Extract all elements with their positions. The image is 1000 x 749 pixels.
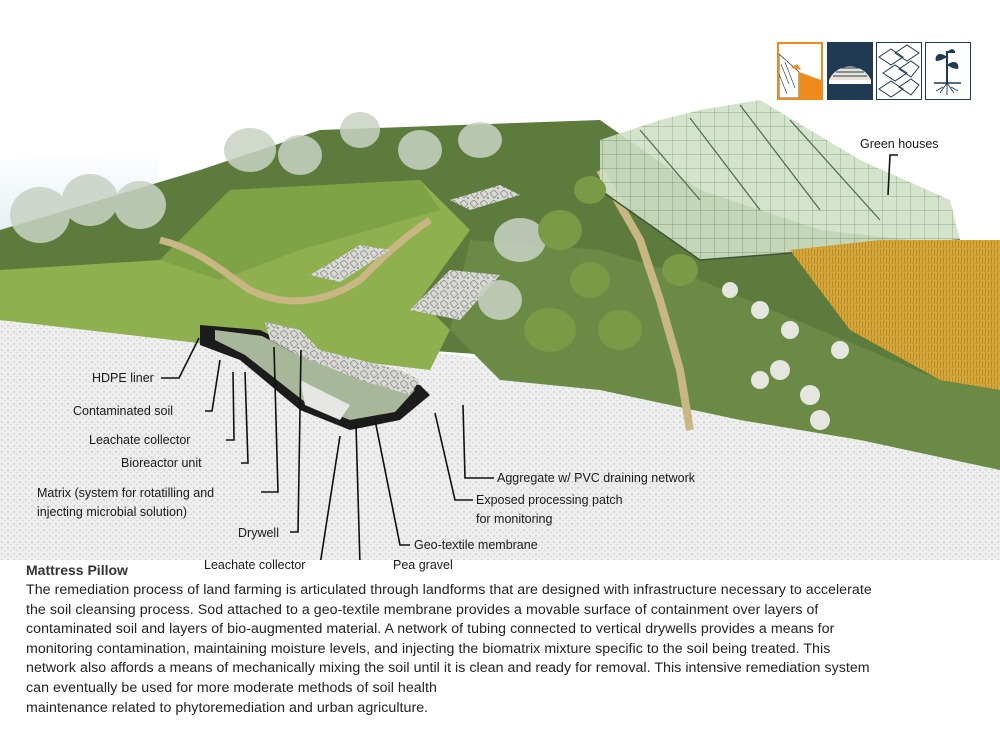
- plant-roots-icon: [925, 42, 971, 100]
- caption-line: The remediation process of land farming …: [26, 582, 872, 598]
- caption-line: network also affords a means of mechanic…: [26, 660, 870, 677]
- mound-icon: [827, 42, 873, 100]
- caption-line: maintenance related to phytoremediation …: [26, 699, 429, 716]
- label-geo-textile-membrane: Geo-textile membrane: [414, 538, 538, 552]
- label-matrix-line1: Matrix (system for rotatilling and: [37, 486, 215, 500]
- caption-title: Mattress Pillow: [26, 562, 128, 578]
- label-aggregate: Aggregate w/ PVC draining network: [497, 471, 696, 485]
- landform-slope-icon: [777, 42, 823, 100]
- label-leachate-collector-upper: Leachate collector: [89, 433, 191, 447]
- tiles-icon: [876, 42, 922, 100]
- label-pea-gravel: Pea gravel: [393, 558, 453, 572]
- label-drywell: Drywell: [238, 526, 279, 540]
- caption-line: the soil cleansing process. Sod attached…: [26, 601, 819, 618]
- site-section-illustration: [0, 100, 1000, 560]
- caption-block: Mattress Pillow The remediation process …: [26, 562, 976, 718]
- label-leachate-collector-lower: Leachate collector: [204, 558, 306, 572]
- label-matrix: Matrix (system for rotatilling and injec…: [37, 486, 214, 520]
- caption-line: can eventually be used for more moderate…: [26, 679, 437, 696]
- label-matrix-line2: injecting microbial solution): [37, 505, 188, 519]
- caption-line: contaminated soil and layers of bio-augm…: [26, 621, 835, 638]
- label-hdpe-liner: HDPE liner: [92, 371, 154, 385]
- label-exposed-processing-patch: Exposed processing patch for monitoring: [476, 493, 623, 527]
- trees: [10, 112, 546, 320]
- label-green-houses: Green houses: [860, 137, 939, 151]
- caption-body: The remediation process of land farming …: [26, 581, 976, 718]
- label-contaminated-soil: Contaminated soil: [73, 404, 174, 418]
- label-exposed-line1: Exposed processing patch: [476, 493, 623, 507]
- label-exposed-line2: for monitoring: [476, 512, 553, 526]
- label-bioreactor-unit: Bioreactor unit: [121, 456, 202, 470]
- caption-line: monitoring contamination, maintaining mo…: [26, 640, 831, 657]
- leader-lines: [161, 154, 898, 560]
